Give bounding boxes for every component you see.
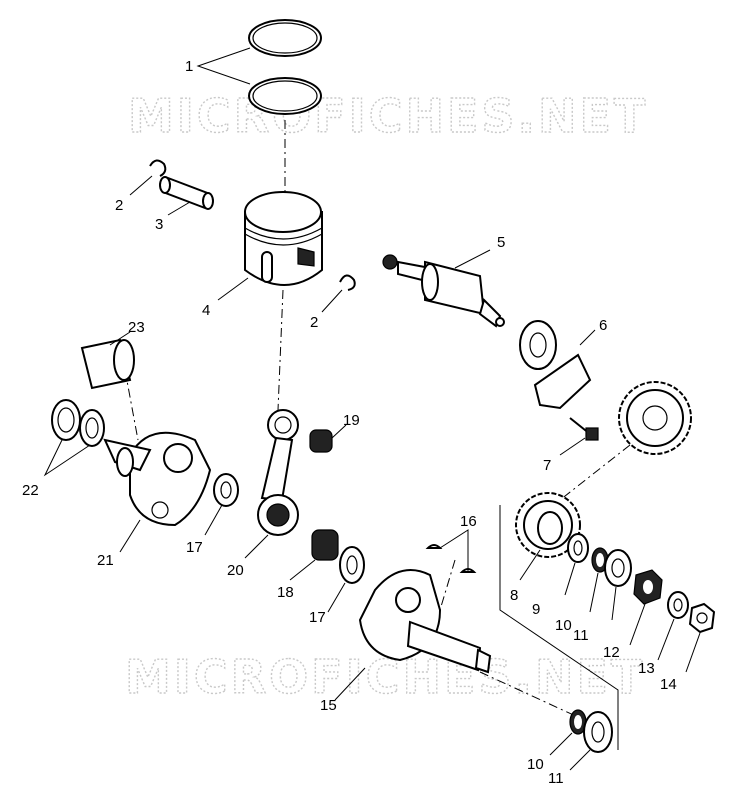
callout-7: 7 [543,457,551,474]
nut-castle [633,569,663,605]
callout-2-left: 2 [115,197,123,214]
rod-axis [277,289,284,411]
piston-pin [159,176,214,210]
callout-9: 9 [532,601,540,618]
hex-nut [688,602,716,634]
crankshaft-half-right [358,569,492,674]
pin-axis [124,369,139,441]
bearing-lower [583,711,613,753]
callout-11-lower: 11 [548,770,564,787]
callout-1: 1 [185,58,193,75]
callout-4: 4 [202,302,210,319]
gear-lower [515,492,581,558]
bearing-upper [519,320,557,370]
piston-ring-upper [248,19,322,57]
callout-23: 23 [128,319,145,336]
thrust-washer-17-left [213,473,239,507]
bearing-lower-upper [604,549,632,587]
balance-shaft [382,254,505,328]
key-axis [439,559,456,611]
callout-13: 13 [638,660,655,677]
spacer [567,533,589,563]
crank-pin [80,338,135,390]
callout-1-lead [196,47,251,85]
callout-15: 15 [320,697,337,714]
callout-5: 5 [497,234,505,251]
callout-14: 14 [660,676,677,693]
bracket [533,353,592,410]
needle-bearing-large [311,529,339,561]
callout-16: 16 [460,513,477,530]
gear-upper [618,381,692,455]
bolt [569,417,599,441]
needle-bearing-small [309,429,333,453]
callout-17-right: 17 [309,609,326,626]
callout-18: 18 [277,584,294,601]
woodruff-key-upper [425,544,443,549]
callout-6: 6 [599,317,607,334]
callout-16-lead [439,529,469,572]
callout-21: 21 [97,552,114,569]
connecting-rod [257,409,299,536]
piston-ring-lower [248,77,322,115]
callout-11-upper: 11 [573,627,589,644]
assembly-bracket [499,505,619,750]
crankshaft-half-left [103,431,212,527]
washer [667,591,689,619]
watermark-bottom: MICROFICHES.NET [125,650,645,704]
gear-axis [559,444,631,501]
watermark-top: MICROFICHES.NET [128,89,648,143]
callout-22-lead [43,439,91,477]
piston-pin-clip-left [149,159,167,177]
callout-8: 8 [510,587,518,604]
callout-22: 22 [22,482,39,499]
piston-pin-clip-right [339,274,356,291]
callout-17-left: 17 [186,539,203,556]
thrust-washer-17-right [339,546,365,584]
thrust-washer-left [51,399,105,447]
callout-10-lower: 10 [527,756,544,773]
callout-2-right: 2 [310,314,318,331]
callout-10-upper: 10 [555,617,572,634]
callout-19: 19 [343,412,360,429]
callout-3: 3 [155,216,163,233]
callout-20: 20 [227,562,244,579]
piston [244,191,323,286]
callout-12: 12 [603,644,620,661]
